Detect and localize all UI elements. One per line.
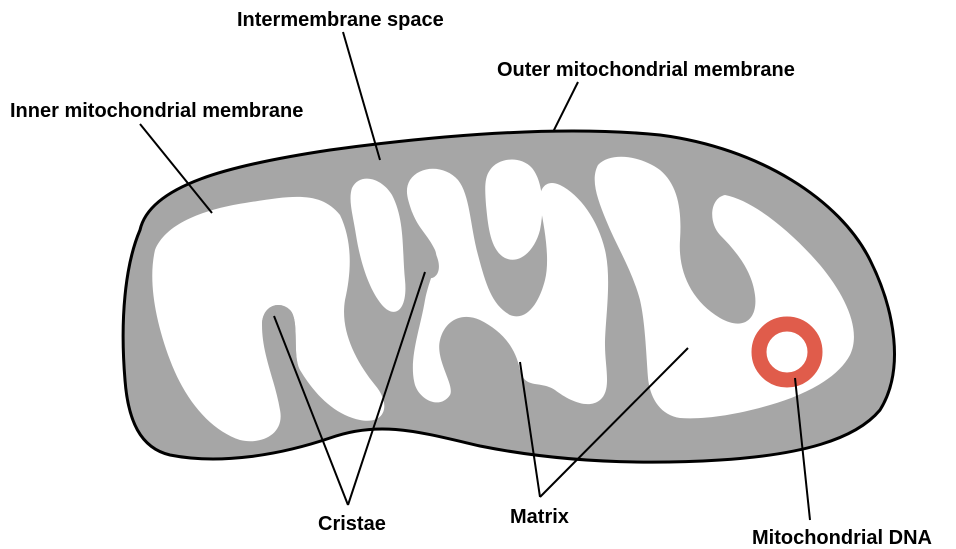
leader-outer-membrane: [553, 82, 578, 132]
leader-intermembrane-space: [343, 32, 380, 160]
label-intermembrane-space: Intermembrane space: [237, 9, 444, 31]
label-outer-membrane: Outer mitochondrial membrane: [497, 59, 795, 81]
label-inner-membrane: Inner mitochondrial membrane: [10, 100, 303, 122]
label-cristae: Cristae: [318, 513, 386, 535]
matrix-pocket-2: [485, 160, 542, 260]
label-matrix: Matrix: [510, 506, 569, 528]
label-mitochondrial-dna: Mitochondrial DNA: [752, 527, 932, 549]
